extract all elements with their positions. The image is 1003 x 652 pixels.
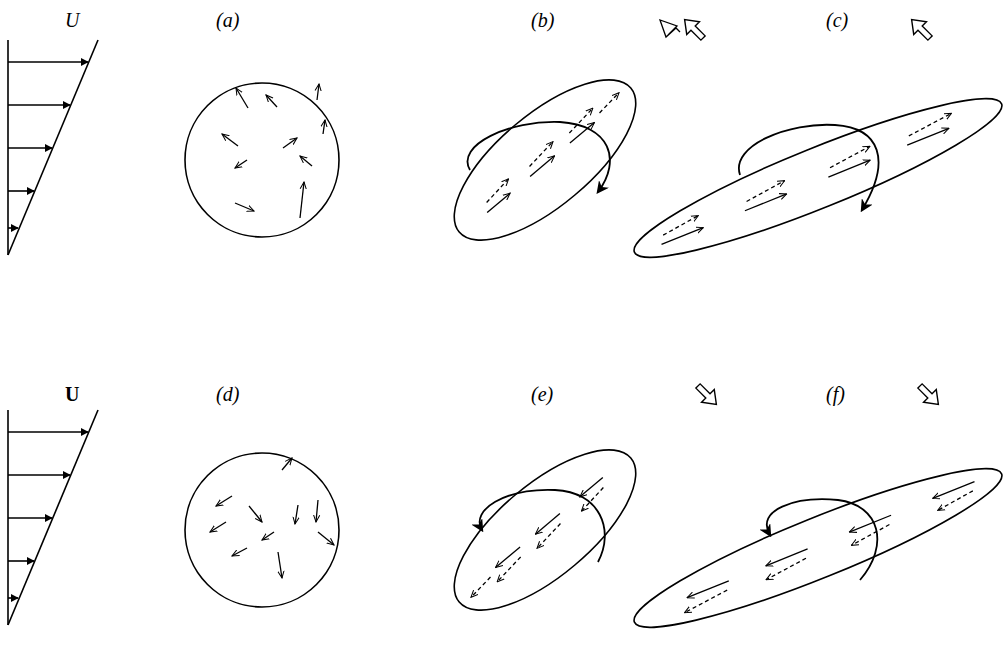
panel-label: (b) xyxy=(531,10,554,30)
panel-label: (c) xyxy=(826,10,848,30)
velocity-symbol: U xyxy=(65,10,79,30)
stretched-blob xyxy=(623,446,1003,650)
panel-label: (d) xyxy=(216,384,239,404)
velocity-symbol: U xyxy=(65,384,79,404)
shear-profile xyxy=(8,40,98,255)
panel-label: (f) xyxy=(826,384,845,404)
panel-label: (e) xyxy=(531,384,553,404)
stretched-blob xyxy=(430,423,661,637)
shear-profile xyxy=(8,410,98,625)
isotropic-blob xyxy=(185,83,339,237)
stretched-blob xyxy=(623,76,1003,280)
isotropic-blob xyxy=(185,453,339,607)
direction-arrow xyxy=(678,13,944,410)
stretched-blob xyxy=(430,20,680,267)
panel-label: (a) xyxy=(216,10,239,30)
